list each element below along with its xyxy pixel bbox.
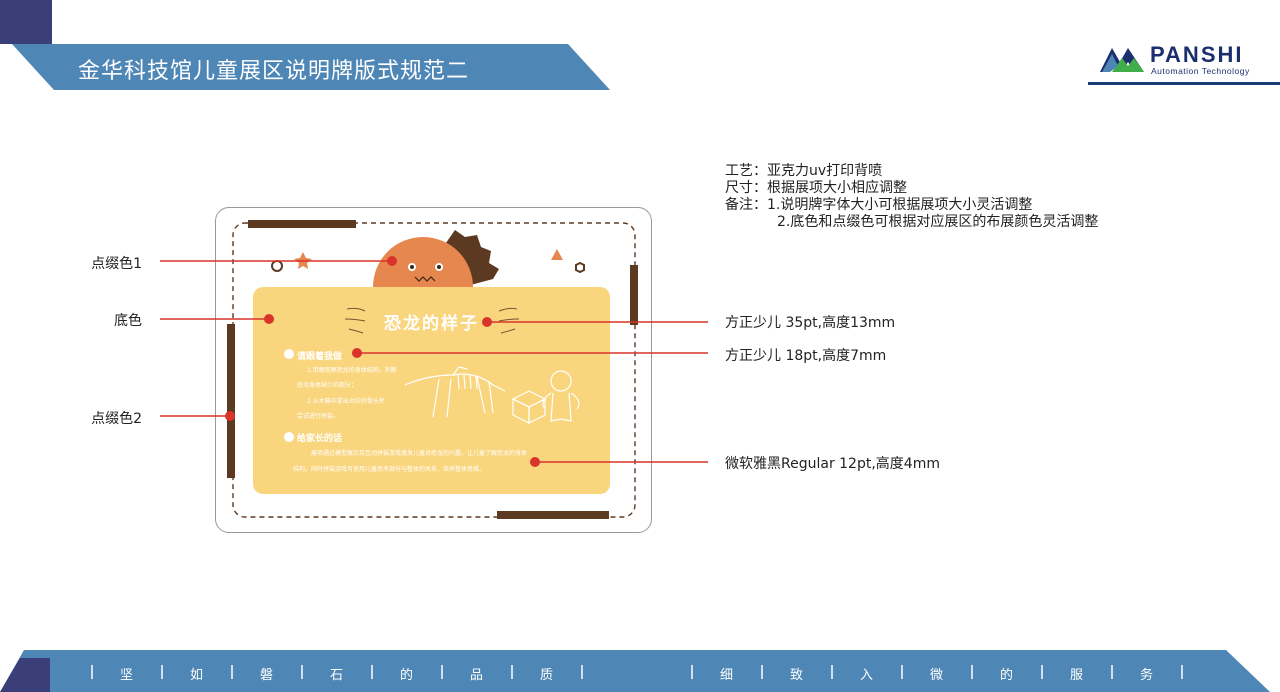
section1-line: 1.用眼观察恐龙的身体结构，判断	[307, 367, 397, 374]
dinosaur-skeleton-icon	[404, 366, 506, 418]
callout-heading-font: 方正少儿 18pt,高度7mm	[725, 348, 887, 364]
footer-char: 入	[860, 668, 874, 683]
footer-char: 细	[720, 668, 734, 683]
title-banner	[12, 44, 610, 90]
card-illustrations	[284, 307, 580, 442]
sign-card: 恐龙的样子 请跟着我做 1.用眼观察恐龙的身体结构，判断 恐龙身体缺少的部分； …	[253, 287, 610, 494]
sign-title: 恐龙的样子	[384, 314, 479, 334]
spec-note-1: 备注：1.说明牌字体大小可根据展项大小灵活调整	[725, 197, 1033, 213]
logo-underline	[1088, 82, 1280, 85]
footer-char: 务	[1140, 668, 1154, 683]
callout-accent-color-2: 点缀色2	[91, 411, 142, 427]
callout-body-font: 微软雅黑Regular 12pt,高度4mm	[725, 456, 940, 472]
spec-craft: 工艺：亚克力uv打印背喷	[725, 163, 883, 179]
child-figure-icon	[542, 370, 580, 422]
logo-mark-icon	[1100, 48, 1144, 72]
footer-bar-shape	[0, 650, 1270, 692]
spec-size: 尺寸：根据展项大小相应调整	[725, 180, 907, 196]
footer-char: 品	[470, 668, 484, 683]
footer-char: 质	[540, 668, 554, 683]
section1-line: 尝试进行拼装。	[297, 413, 340, 420]
section2-heading: 给家长的话	[297, 434, 343, 444]
callout-accent-color-1: 点缀色1	[91, 256, 142, 272]
section2-line: 结构。同时拼装游戏可使用儿童思考部分与整体的关系，培养整体思维。	[293, 466, 486, 473]
footer-char: 服	[1070, 668, 1084, 683]
footer-char: 磐	[260, 668, 274, 683]
footer-char: 致	[790, 668, 804, 683]
company-logo: PANSHI Automation Technology	[1088, 40, 1280, 86]
footer-char: 坚	[120, 668, 134, 683]
logo-tagline: Automation Technology	[1151, 66, 1250, 76]
page-title: 金华科技馆儿童展区说明牌版式规范二	[78, 59, 470, 84]
footer-char: 微	[930, 668, 944, 683]
dinosaur-head-icon	[373, 230, 499, 287]
footer-char: 石	[330, 668, 344, 683]
section1-heading: 请跟着我做	[297, 352, 343, 362]
callout-base-color: 底色	[114, 313, 142, 329]
section1-line: 2.从木箱中拿出对应的骨头并	[307, 398, 385, 405]
footer-char: 的	[400, 668, 414, 683]
spec-notes: 工艺：亚克力uv打印背喷 尺寸：根据展项大小相应调整 备注：1.说明牌字体大小可…	[725, 163, 1098, 231]
callout-title-font: 方正少儿 35pt,高度13mm	[725, 315, 896, 331]
spec-note-2: 2.底色和点缀色可根据对应展区的布展颜色灵活调整	[777, 214, 1099, 230]
corner-accent	[0, 0, 52, 44]
footer-char: 的	[1000, 668, 1014, 683]
footer-char: 如	[190, 668, 204, 683]
footer-banner: 坚 如 磐 石 的 品 质 细 致 入 微 的 服 务	[0, 650, 1280, 692]
section1-line: 恐龙身体缺少的部分；	[297, 382, 358, 389]
section2-line: 展项通过模型展示及互动拼装游戏激发儿童对恐龙的兴趣，让儿童了解恐龙的身体	[311, 450, 528, 457]
logo-name: PANSHI	[1150, 42, 1244, 67]
